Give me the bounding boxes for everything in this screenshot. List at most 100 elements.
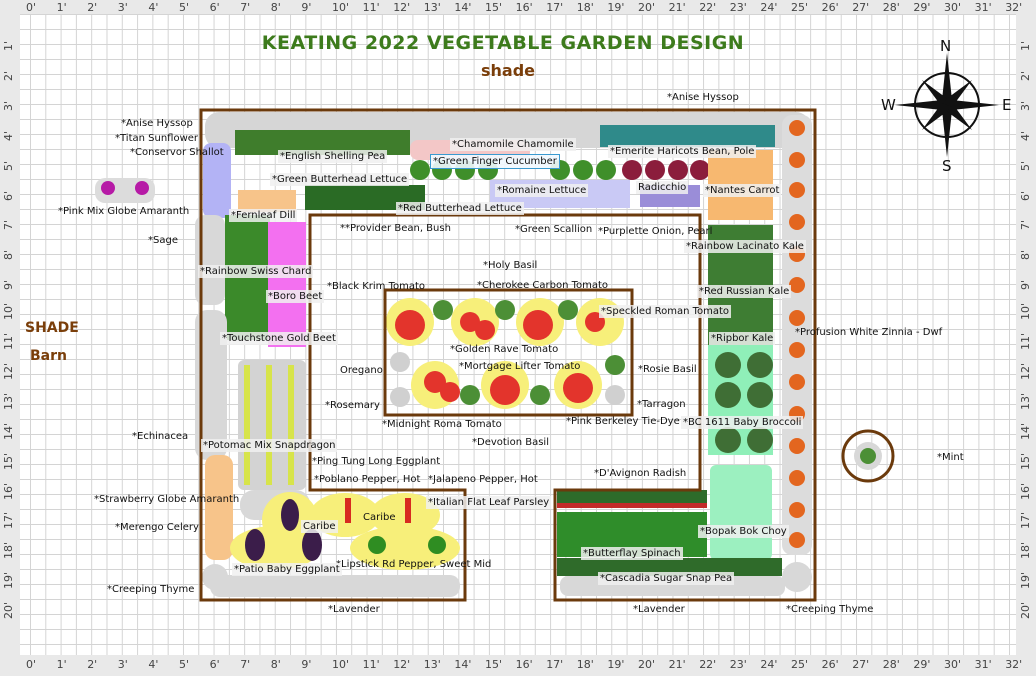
plant-label[interactable]: *Cherokee Carbon Tomato [477, 280, 609, 291]
plant-label[interactable]: *Mint [937, 452, 964, 463]
plant-label[interactable]: *Midnight Roma Tomato [382, 419, 502, 430]
plant-label[interactable]: *Mortgage Lifter Tomato [459, 361, 581, 372]
compass-north: N [940, 37, 952, 55]
plant-label[interactable]: *Black Krim Tomato [327, 281, 426, 292]
plant-label[interactable]: *Creeping Thyme [107, 584, 195, 595]
plant-label[interactable]: *Green Finger Cucumber [430, 154, 560, 169]
plant-label[interactable]: *Rainbow Swiss Chard [198, 265, 314, 278]
bottom-ruler-label: 21' [668, 658, 686, 671]
plant-label[interactable]: *Echinacea [132, 431, 189, 442]
plant-label[interactable]: *Nantes Carrot [703, 184, 782, 197]
plant-label[interactable]: *Green Butterhead Lettuce [270, 173, 410, 186]
plant-label[interactable]: *Red Butterhead Lettuce [396, 202, 524, 215]
plant-label[interactable]: *English Shelling Pea [278, 150, 388, 163]
plant-label[interactable]: **Provider Bean, Bush [340, 223, 451, 234]
plant-label[interactable]: *Lipstick Rd Pepper, Sweet Mid [336, 559, 492, 570]
bottom-ruler-label: 25' [791, 658, 809, 671]
bottom-ruler-label: 11' [362, 658, 380, 671]
plant-label[interactable]: *BC 1611 Baby Broccoli [681, 416, 804, 429]
plant-label[interactable]: *Titan Sunflower [115, 133, 199, 144]
plant-label[interactable]: *Potomac Mix Snapdragon [201, 439, 338, 452]
bottom-ruler-label: 10' [332, 658, 350, 671]
plant-label[interactable]: Caribe [301, 520, 338, 533]
plant-label[interactable]: *Chamomile Chamomile [450, 138, 576, 151]
top-ruler-label: 2' [87, 1, 98, 14]
plant-label[interactable]: *Lavender [633, 604, 685, 615]
left-ruler [0, 0, 20, 676]
bed-frames [199, 108, 895, 602]
top-ruler-label: 23' [729, 1, 747, 14]
plant-label[interactable]: *Tarragon [637, 399, 686, 410]
top-ruler-label: 31' [974, 1, 992, 14]
plant-label[interactable]: *Pink Mix Globe Amaranth [58, 206, 190, 217]
plant-label[interactable]: Radicchio [636, 181, 689, 194]
plant-label[interactable]: *Holy Basil [483, 260, 538, 271]
shallot-patch [203, 143, 231, 218]
plant-label[interactable]: *Fernleaf Dill [229, 209, 298, 222]
plant-label[interactable]: *Pink Berkeley Tie-Dye [566, 416, 680, 427]
plant-label[interactable]: *Boro Beet [266, 290, 325, 303]
plant-label[interactable]: *Anise Hyssop [667, 92, 739, 103]
plant-label[interactable]: *Rainbow Lacinato Kale [684, 240, 806, 253]
compass-south: S [942, 157, 952, 175]
plant-label[interactable]: *Emerite Haricots Bean, Pole [608, 145, 757, 158]
top-ruler-label: 13' [423, 1, 441, 14]
plant-label[interactable]: *Italian Flat Leaf Parsley [426, 496, 552, 509]
radish-row [557, 490, 707, 504]
plant-label[interactable]: *Profusion White Zinnia - Dwf [795, 327, 943, 338]
plant-label[interactable]: *Poblano Pepper, Hot [314, 474, 421, 485]
echinacea-patch [195, 310, 227, 460]
bottom-ruler-label: 2' [87, 658, 98, 671]
plant-label[interactable]: *Rosie Basil [638, 364, 697, 375]
top-ruler-label: 9' [301, 1, 312, 14]
top-ruler-label: 5' [179, 1, 190, 14]
barn-note: Barn [30, 348, 67, 364]
lavender-row-left [210, 575, 460, 597]
plant-label[interactable]: *Rosemary [325, 400, 380, 411]
dill-patch [238, 190, 296, 212]
snap-pea-row [557, 558, 782, 576]
plant-label[interactable]: *Merengo Celery [115, 522, 199, 533]
plant-label[interactable]: *Purplette Onion, Pearl [598, 226, 713, 237]
top-ruler [0, 0, 1036, 14]
plant-label[interactable]: *Green Scallion [515, 224, 593, 235]
plant-label[interactable]: *Butterflay Spinach [581, 547, 683, 560]
plant-label[interactable]: Oregano [340, 365, 383, 376]
plant-label[interactable]: *Patio Baby Eggplant [232, 563, 342, 576]
plant-label[interactable]: *Ping Tung Long Eggplant [312, 456, 441, 467]
top-ruler-label: 29' [913, 1, 931, 14]
plant-label[interactable]: *Jalapeno Pepper, Hot [428, 474, 538, 485]
bottom-ruler-label: 14' [454, 658, 472, 671]
mint-plant [860, 448, 876, 464]
bottom-ruler-label: 29' [913, 658, 931, 671]
plant-label[interactable]: *Strawberry Globe Amaranth [94, 494, 240, 505]
top-ruler-label: 26' [821, 1, 839, 14]
plant-label[interactable]: *Conservor Shallot [130, 147, 224, 158]
plant-label[interactable]: *Ripbor Kale [709, 332, 776, 345]
plant-label[interactable]: *Red Russian Kale [697, 285, 792, 298]
plant-label[interactable]: *Bopak Bok Choy [698, 525, 789, 538]
plant-label[interactable]: *Golden Rave Tomato [450, 344, 559, 355]
bottom-ruler-label: 4' [148, 658, 159, 671]
top-ruler-label: 27' [852, 1, 870, 14]
top-ruler-label: 19' [607, 1, 625, 14]
plant-label[interactable]: *Touchstone Gold Beet [220, 332, 338, 345]
plant-label[interactable]: *Romaine Lettuce [495, 184, 589, 197]
plant-label[interactable]: *Creeping Thyme [786, 604, 874, 615]
plant-label[interactable]: *Anise Hyssop [121, 118, 193, 129]
plant-label[interactable]: Caribe [363, 512, 396, 523]
top-ruler-label: 8' [270, 1, 281, 14]
top-ruler-label: 16' [515, 1, 533, 14]
plant-label[interactable]: *Devotion Basil [472, 437, 549, 448]
top-ruler-label: 4' [148, 1, 159, 14]
top-ruler-label: 17' [546, 1, 564, 14]
plant-label[interactable]: *D'Avignon Radish [594, 468, 687, 479]
bottom-ruler-label: 6' [209, 658, 220, 671]
bottom-ruler-label: 9' [301, 658, 312, 671]
plant-label[interactable]: *Cascadia Sugar Snap Pea [598, 572, 735, 585]
plant-label[interactable]: *Speckled Roman Tomato [599, 305, 732, 318]
top-ruler-label: 21' [668, 1, 686, 14]
plant-label[interactable]: *Sage [148, 235, 178, 246]
plant-label[interactable]: *Lavender [328, 604, 380, 615]
